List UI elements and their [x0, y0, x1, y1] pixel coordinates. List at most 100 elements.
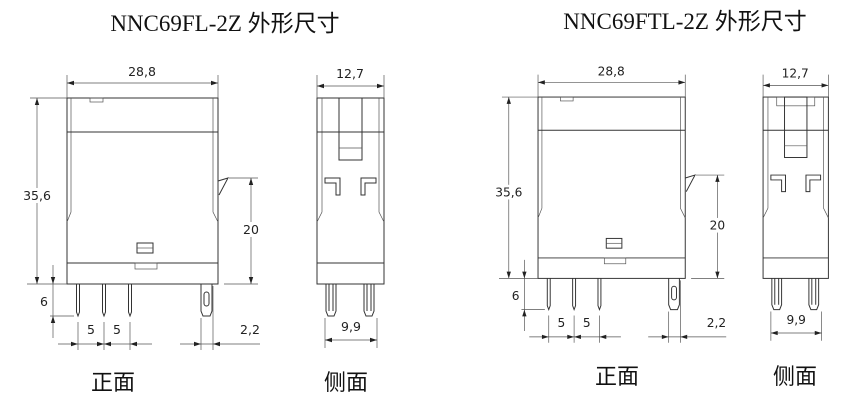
pin-length-dimension-label: 6: [512, 289, 520, 303]
dimension-arrow-icon: [599, 334, 607, 340]
power-pin-slot: [671, 285, 677, 301]
height-dimension-label: 35,6: [495, 186, 522, 200]
test-lever-slot: [338, 97, 363, 161]
pin-span-dimension-label: 9,9: [787, 313, 806, 327]
dimension-arrow-icon: [506, 271, 511, 279]
dimension-arrow-icon: [538, 80, 545, 85]
dimension-arrow-icon: [661, 334, 669, 340]
top-tab: [89, 97, 104, 103]
front-body-outline: [66, 97, 219, 285]
pitch-dimension-label: 5: [113, 322, 121, 337]
dimension-arrow-icon: [506, 97, 511, 104]
coil-pin: [597, 278, 602, 311]
dimension-arrow-icon: [770, 330, 778, 336]
side-clip: [324, 177, 341, 196]
pitch-dimension-label: 5: [558, 316, 566, 330]
coil-pin: [572, 278, 577, 311]
dimension-arrow-icon: [522, 271, 527, 279]
dimension-arrow-icon: [34, 98, 40, 105]
front-view: 28,8 35,6 20 6 5 5 2,2: [495, 65, 728, 343]
dimension-arrow-icon: [370, 337, 377, 343]
height-dimension-label: 35,6: [23, 188, 51, 203]
test-lever-slot: [784, 96, 808, 158]
dimension-arrow-icon: [317, 83, 324, 89]
front-view-caption: 正面: [91, 371, 135, 396]
coil-pin: [546, 278, 551, 311]
side-latch: [217, 177, 230, 196]
dimension-arrow-icon: [715, 175, 720, 182]
pin-offset-dimension-label: 2,2: [240, 322, 260, 337]
dimension-arrow-icon: [377, 83, 384, 89]
label-background: [23, 188, 51, 203]
side-latch: [685, 174, 696, 192]
width-dimension-label: 28,8: [598, 65, 625, 79]
dimension-arrow-icon: [67, 80, 74, 86]
side-view-caption: 侧面: [773, 365, 817, 390]
dimension-arrow-icon: [715, 271, 720, 279]
drawing-title: NNC69FL-2Z 外形尺寸: [110, 11, 339, 36]
front-view-caption: 正面: [595, 365, 639, 390]
pin-length-dimension-label: 6: [40, 294, 48, 309]
side-cover-edge: [316, 98, 385, 223]
depth-dimension-label: 12,7: [782, 67, 809, 81]
dimension-arrow-icon: [34, 277, 40, 284]
pitch-dimension-label: 5: [87, 322, 95, 337]
side-clip: [360, 177, 377, 196]
dimension-arrow-icon: [541, 334, 549, 340]
side-clip: [770, 174, 786, 193]
side-view: 12,7 9,9: [316, 66, 385, 348]
dimension-arrow-icon: [574, 334, 581, 340]
side-view: 12,7 9,9: [762, 67, 829, 341]
power-pin-slot: [203, 291, 210, 307]
side-clip: [805, 174, 822, 193]
contact-pin: [808, 278, 820, 311]
dimension-arrow-icon: [325, 337, 332, 343]
label-background: [241, 222, 261, 237]
dimension-arrow-icon: [248, 178, 254, 185]
dimension-arrow-icon: [821, 83, 829, 88]
depth-dimension-label: 12,7: [336, 66, 364, 81]
coil-pin: [102, 284, 106, 318]
dimension-arrow-icon: [194, 341, 201, 347]
dimension-arrow-icon: [680, 334, 688, 340]
contact-pin: [325, 284, 337, 317]
label-background: [495, 184, 523, 200]
dimension-arrow-icon: [814, 330, 822, 336]
contact-pin: [771, 278, 783, 311]
drawing-nnc69ftl-2z: NNC69FTL-2Z 外形尺寸 28,8 35,6 20 6 5 5 2,2 12,7 9,9 正…: [495, 9, 829, 390]
side-body-outline: [316, 97, 385, 285]
dimension-arrow-icon: [211, 80, 218, 86]
test-button-housing: [776, 96, 816, 107]
pitch-dimension-label: 5: [583, 316, 591, 330]
dimension-arrow-icon: [248, 277, 254, 284]
pin-span-dimension-label: 9,9: [341, 319, 361, 334]
dimension-arrow-icon: [567, 334, 575, 340]
latch-height-dimension-label: 20: [710, 219, 726, 233]
power-pin: [668, 278, 680, 311]
dimension-arrow-icon: [213, 341, 220, 347]
dimension-arrow-icon: [50, 316, 56, 323]
contact-pin: [363, 284, 375, 317]
side-body-outline: [762, 96, 829, 279]
base-tab: [603, 257, 627, 265]
front-body-outline: [537, 96, 686, 279]
dimension-arrow-icon: [522, 309, 527, 317]
front-cover-edge: [66, 98, 219, 223]
width-dimension-label: 28,8: [128, 64, 156, 79]
top-tab: [560, 96, 574, 102]
coil-pin: [76, 284, 80, 318]
power-pin: [200, 284, 213, 317]
base-tab: [134, 262, 158, 270]
pin-offset-dimension-label: 2,2: [707, 316, 726, 330]
dimension-arrow-icon: [50, 277, 56, 284]
label-background: [707, 217, 728, 233]
side-view-caption: 侧面: [324, 371, 368, 396]
dimension-arrow-icon: [678, 80, 686, 85]
coil-pin: [128, 284, 132, 318]
dimension-arrow-icon: [104, 341, 111, 347]
front-cover-edge: [537, 97, 686, 219]
drawing-title: NNC69FTL-2Z 外形尺寸: [563, 9, 806, 34]
